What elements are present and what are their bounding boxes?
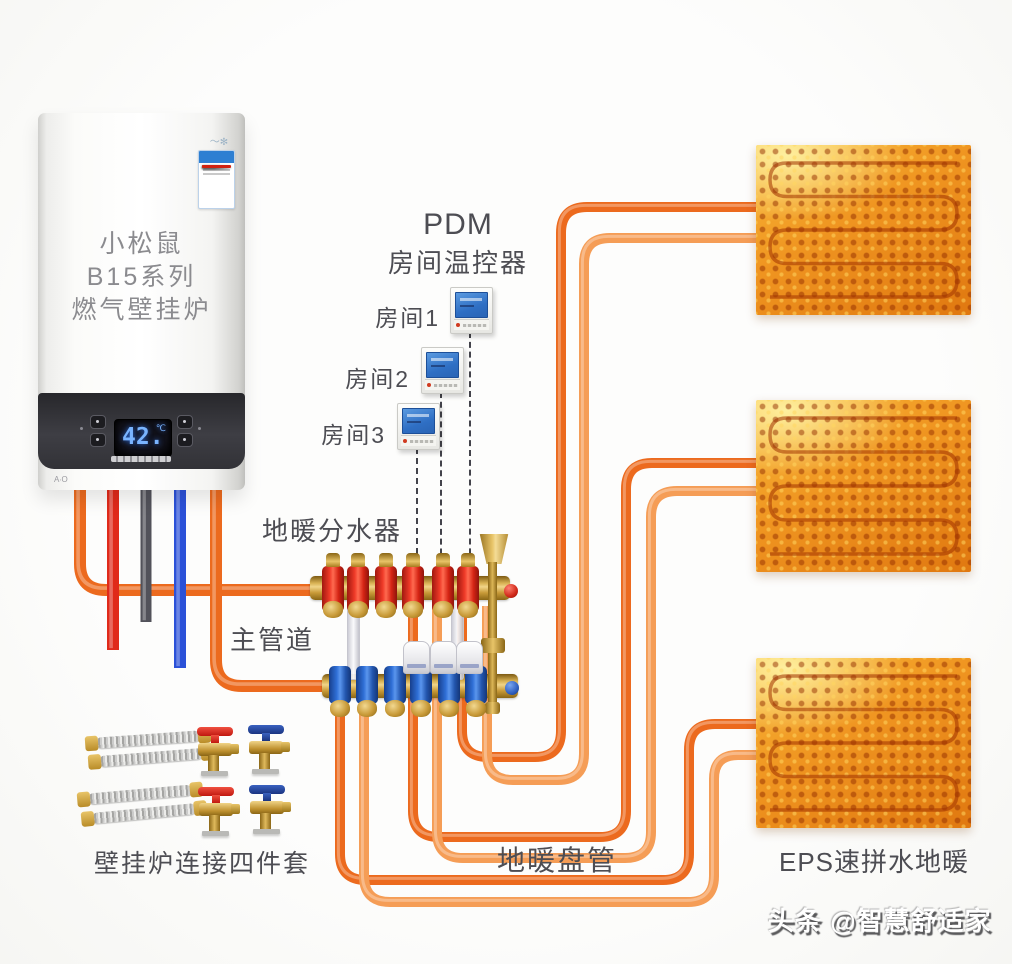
supply-valve-red [375,553,397,612]
pipe [432,486,762,863]
label-manifold: 地暖分水器 [262,516,403,546]
label-eps-floor: EPS速拼水地暖 [779,847,970,877]
watermark: 头条 @智慧舒适家 [768,906,992,936]
manifold-port-nut [403,601,423,618]
boiler-button [177,415,193,429]
brass-collar [481,638,505,653]
ball-valve-red [194,786,242,848]
valve-actuator [403,641,430,674]
pipe-highlight [483,234,761,780]
valve-actuator [430,641,457,674]
eps-panel-bottom [756,658,971,828]
thermostat-wire [416,448,418,574]
label-main-pipe: 主管道 [230,625,315,655]
return-valve-blue [329,666,351,704]
boiler-button [90,415,106,429]
thermostat-screen [455,292,488,318]
room-thermostat-3 [397,403,440,450]
manifold-port-nut [376,601,396,618]
manifold-port-nut [458,601,478,618]
supply-valve-red [322,553,344,612]
ball-valve-red [193,726,241,788]
pipe-highlight [433,487,761,858]
pipe [74,468,322,596]
manifold-port-nut [433,601,453,618]
return-valve-blue [384,666,406,704]
thermostat-wire [440,392,442,574]
manifold-port-nut [385,700,405,717]
boiler-base-mark: A∙O [54,475,68,484]
thermostat-wire [469,332,471,574]
return-valve-blue [410,666,432,704]
room-thermostat-1 [450,287,493,334]
pipe [408,458,762,842]
return-valve-blue [465,666,487,704]
label-connection-kit: 壁挂炉连接四件套 [94,850,311,878]
red-drain-knob [504,584,518,598]
eps-panel-top [756,145,971,315]
eps-panel-middle [756,400,971,572]
supply-valve-red [457,553,479,612]
pipe [457,202,762,762]
return-valve-blue [356,666,378,704]
ball-valve-blue [245,784,293,846]
thermostat-screen [402,408,435,434]
pipe-highlight [76,466,321,590]
manifold-port-nut [348,601,368,618]
manifold-port-nut [323,601,343,618]
manifold-port-nut [466,700,486,717]
pipe [335,688,762,885]
pipe-highlight [458,203,761,757]
supply-valve-red [432,553,454,612]
boiler-brand-text: 小松鼠 B15系列 燃气壁挂炉 [71,230,212,324]
manifold-port-nut [411,700,431,717]
pipe-highlight [360,686,761,902]
manifold-end-pipe [488,562,497,708]
return-valve-blue [438,666,460,704]
pdm-title: PDM [423,208,493,241]
energy-efficiency-label [198,150,235,209]
room-label-3: 房间3 [321,422,386,448]
brass-tip [485,702,500,714]
boiler-temperature-value: 42. [122,424,164,450]
thermostat-screen [426,352,459,378]
supply-valve-red [347,553,369,612]
pipe-highlight [409,459,761,837]
coil-pattern [768,161,959,299]
manifold-port-nut [439,700,459,717]
room-label-1: 房间1 [375,305,440,331]
manifold-port-nut [330,700,350,717]
room-thermostat-2 [421,347,464,394]
coil-pattern [768,416,959,556]
boiler-button [177,433,193,447]
control-panel-strip [111,456,171,462]
boiler-logo-icon: 〜✻ [209,137,229,148]
valve-actuator [456,641,483,674]
pdm-subtitle: 房间温控器 [387,248,528,278]
manifold-port-nut [357,700,377,717]
boiler-temperature-unit: ℃ [155,423,166,433]
pipe [210,468,334,692]
pipe-highlight [336,686,761,880]
boiler-control-panel: 42. ℃ [38,393,245,469]
pipe [482,233,762,785]
pipe [359,688,762,907]
boiler-temperature-display: 42. ℃ [114,419,172,457]
label-coil-pipe: 地暖盘管 [497,845,618,876]
ball-valve-blue [244,724,292,786]
blue-drain-knob [505,681,519,695]
coil-pattern [768,674,959,812]
room-label-2: 房间2 [345,366,410,392]
pipe-highlight [212,466,333,686]
wall-hung-boiler: 〜✻ 小松鼠 B15系列 燃气壁挂炉 42. ℃ [38,113,245,490]
boiler-button [90,433,106,447]
supply-valve-red [402,553,424,612]
